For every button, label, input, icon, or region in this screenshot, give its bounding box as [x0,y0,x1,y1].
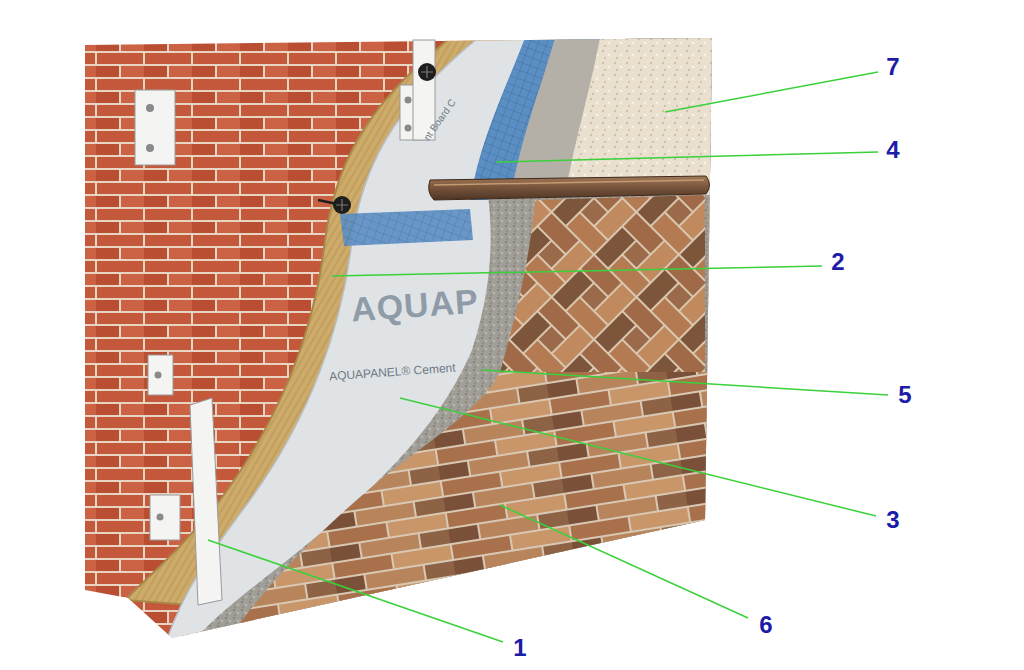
leader-line [665,72,878,112]
callout-number: 6 [759,613,772,637]
dowel-head [333,196,351,214]
leader-line [208,540,503,642]
insulation-layer [125,38,720,645]
wall-bracket [148,355,173,395]
bolt [405,125,412,132]
callout-number: 2 [831,250,844,274]
dowel-head [418,63,436,81]
brick-wall [80,30,720,650]
decorative-plaster [565,38,720,195]
cornice-rod [429,176,710,200]
base-coat [510,38,720,200]
herringbone-tiles [495,190,710,380]
leader-line [482,370,888,395]
callout-number: 3 [886,508,899,532]
bolt [146,144,154,152]
leader-line [400,398,876,516]
leader-line [500,505,748,618]
callout-number: 4 [886,138,899,162]
callout-number: 5 [898,383,911,407]
callout-number: 7 [886,55,899,79]
guide-profile [190,398,222,605]
leader-lines [208,72,888,642]
insulation-dowels [318,63,436,214]
cornice-body [429,176,710,200]
bolt [146,104,154,112]
cornice-highlight [434,180,704,185]
dowel-cross [421,66,433,78]
leader-line [332,266,822,276]
clinker-tiles [225,372,710,645]
mesh-tape [340,209,473,246]
bolt [157,514,164,521]
wall-bracket [150,495,180,540]
dowel-cross [336,199,348,211]
bolt [405,97,412,104]
leader-line [496,152,878,162]
wall-bracket [135,90,175,165]
wall-layers [80,30,720,650]
cement-board [165,38,720,645]
reinforcing-mesh [470,38,720,200]
board-print: AQUAP [350,284,480,327]
callout-number: 1 [513,636,526,660]
bolt [155,372,162,379]
